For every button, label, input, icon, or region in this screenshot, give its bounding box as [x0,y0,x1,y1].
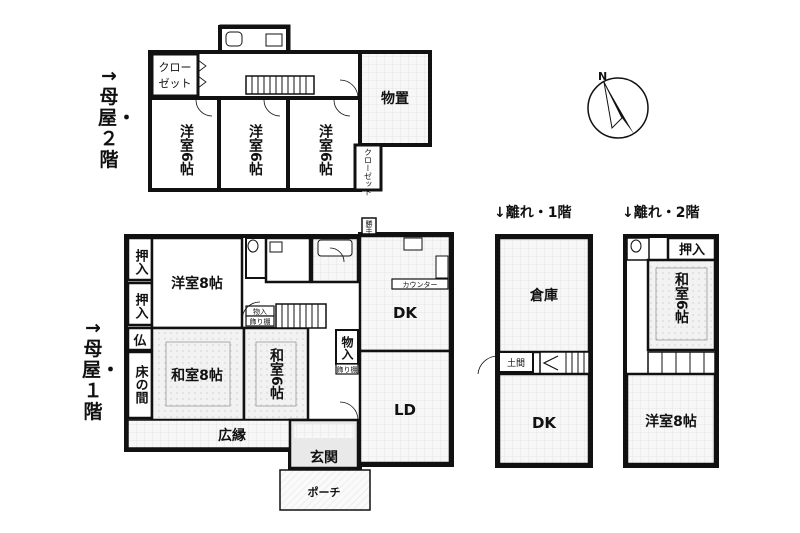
kazaridana-2-label: 飾り棚 [337,365,358,374]
room-2f-2-label: 洋室6帖 [247,123,263,177]
main-2f-plan: クロー ゼット 物置 クローゼット 洋室6帖 洋室6帖 洋室6帖 [148,24,432,196]
tokonoma-label: 床の間 [133,364,149,405]
ld-1f-label: LD [394,401,416,419]
label-annex-1f: ↓離れ・1階 [494,205,572,221]
annex-2f-plan: 押入 和室6帖 洋室8帖 [623,234,719,468]
doma-label: 土間 [507,357,525,369]
closet-label-top: クロー [159,61,192,74]
mono-tall-label: 物入 [340,335,354,361]
washitsu-8-label: 和室8帖 [171,367,223,384]
oshiire-annex-label: 押入 [679,242,705,258]
dk-1f-label: DK [393,304,418,322]
washitsu-6-annex-label: 和室6帖 [673,272,689,325]
porch-label: ポーチ [308,485,341,499]
room-2f-1-label: 洋室6帖 [178,123,194,177]
closet-label-bottom: ゼット [159,77,192,90]
label-annex-2f: ↓離れ・2階 [622,205,700,221]
genkan-label: 玄関 [310,449,338,466]
room-2f-3-label: 洋室6帖 [317,123,333,177]
washitsu-6-label: 和室6帖 [268,348,284,401]
butsu-label: 仏 [133,334,146,349]
svg-text:N: N [598,70,607,83]
kazaridana-1-label: 飾り棚 [250,317,271,326]
closet-vertical-label: クローゼット [364,148,373,196]
dk-annex-label: DK [532,414,557,432]
storage-2f-label: 物置 [381,90,409,107]
stairs-1f [275,303,327,329]
mono-small-label: 物入 [253,307,267,316]
western-8-annex-label: 洋室8帖 [645,413,697,430]
main-1f-plan: 押入 押入 仏 床の間 洋室8帖 和室8帖 和室6帖 書院 広縁 [124,217,454,511]
counter-label: カウンター [403,280,438,289]
oshiire-1-label: 押入 [133,248,149,275]
katteguchi-label: 勝手口 [365,219,373,241]
stairs-2f [245,75,315,95]
oshiire-2-label: 押入 [133,292,149,319]
souko-label: 倉庫 [529,287,558,304]
north-compass-icon: N [587,70,649,139]
annex-1f-plan: 倉庫 土間 DK [477,234,593,468]
hiroen-label: 広縁 [218,427,246,444]
western-8-label: 洋室8帖 [171,275,223,292]
